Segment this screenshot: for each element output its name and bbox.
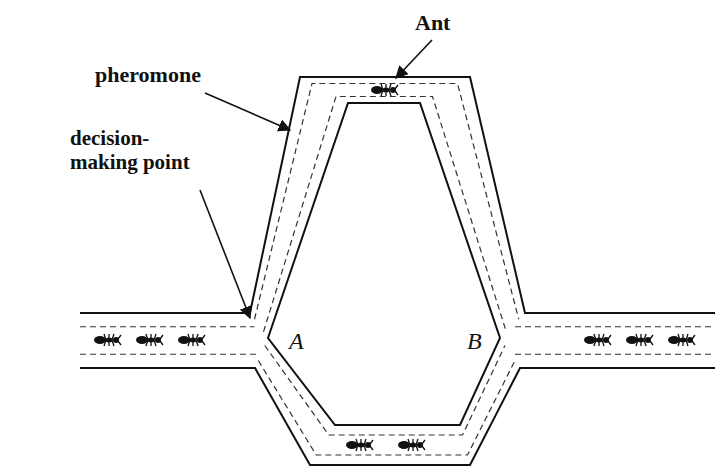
callout-label: Ant [415, 10, 450, 35]
callout-label: decision-making point [70, 126, 205, 174]
path-walls [80, 77, 715, 465]
point-label: B [467, 328, 482, 356]
callout-label: pheromone [95, 62, 201, 87]
point-label: A [289, 328, 304, 356]
ant-figures [94, 84, 695, 451]
leader-arrows [200, 40, 432, 318]
pheromone-trail [80, 84, 715, 456]
